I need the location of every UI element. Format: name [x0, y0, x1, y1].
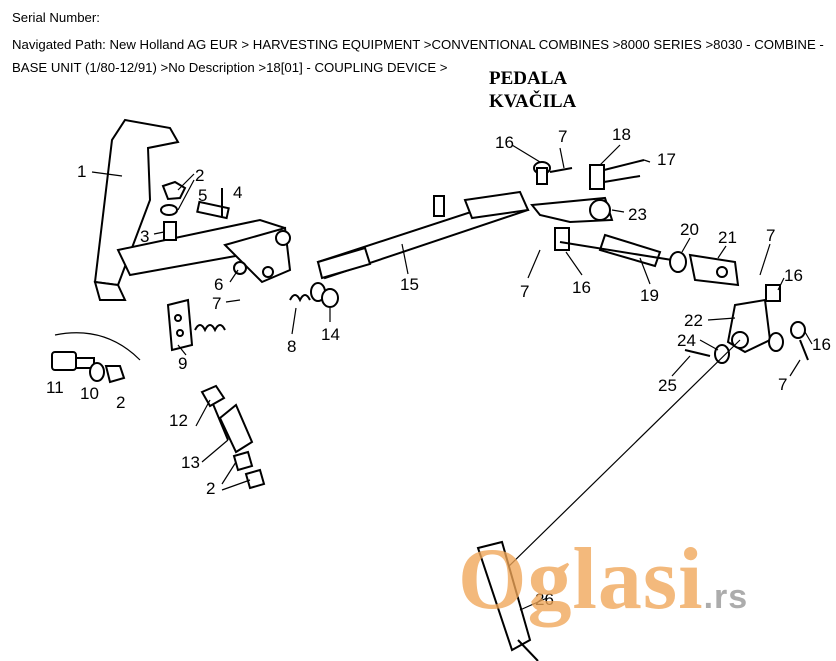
part-label-5: 5 [198, 186, 207, 205]
part-label-7e: 7 [778, 375, 787, 394]
part-label-4: 4 [233, 183, 242, 202]
part-label-23: 23 [628, 205, 647, 224]
part-label-16c: 16 [784, 266, 803, 285]
part-label-25: 25 [658, 376, 677, 395]
part-label-3: 3 [140, 227, 149, 246]
navigated-path-line-1: Navigated Path: New Holland AG EUR > HAR… [12, 37, 824, 52]
part-label-10: 10 [80, 384, 99, 403]
part-label-12: 12 [169, 411, 188, 430]
part-label-7b: 7 [558, 127, 567, 146]
leader-lines [91, 144, 813, 611]
part-label-14: 14 [321, 325, 340, 344]
part-number-labels: 1 2 3 4 5 6 7 8 9 10 11 2 12 13 2 14 15 … [46, 125, 831, 609]
oglasi-watermark-logo: Oglasi.rs [458, 535, 748, 642]
part-label-7: 7 [212, 294, 221, 313]
part-label-16b: 16 [572, 278, 591, 297]
part-label-9: 9 [178, 354, 187, 373]
diagram-title-line-1: PEDALA [489, 68, 568, 89]
part-label-1: 1 [77, 162, 86, 181]
part-label-26: 26 [535, 590, 554, 609]
watermark-tld: .rs [703, 578, 749, 616]
lever-assembly [530, 159, 645, 224]
part-label-7d: 7 [766, 226, 775, 245]
pedal-hardware [160, 180, 230, 241]
watermark-text: Oglasi [458, 531, 704, 628]
part-label-19: 19 [640, 286, 659, 305]
bellcrank-assembly [684, 284, 809, 364]
part-label-21: 21 [718, 228, 737, 247]
part-label-13: 13 [181, 453, 200, 472]
clevis-assembly [554, 227, 740, 287]
spring-assembly [194, 282, 339, 333]
part-label-20: 20 [680, 220, 699, 239]
part-label-2c: 2 [206, 479, 215, 498]
release-cable [476, 339, 741, 661]
part-label-6: 6 [214, 275, 223, 294]
part-label-24: 24 [677, 331, 696, 350]
part-label-2b: 2 [116, 393, 125, 412]
bolt-plate-assembly [200, 384, 266, 490]
serial-number-label: Serial Number: [12, 10, 100, 25]
part-label-22: 22 [684, 311, 703, 330]
part-label-16: 16 [495, 133, 514, 152]
part-label-11: 11 [46, 378, 64, 397]
part-label-7c: 7 [520, 282, 529, 301]
navigated-path-line-2: BASE UNIT (1/80-12/91) >No Description >… [12, 60, 448, 75]
part-label-8: 8 [287, 337, 296, 356]
bracket-assembly [51, 298, 194, 384]
pedal-arm-part [93, 118, 292, 301]
coupling-rod [316, 190, 530, 280]
part-label-2: 2 [195, 166, 204, 185]
part-label-18: 18 [612, 125, 631, 144]
part-label-16d: 16 [812, 335, 831, 354]
part-label-17: 17 [657, 150, 676, 169]
part-label-15: 15 [400, 275, 419, 294]
diagram-title-line-2: KVAČILA [489, 91, 577, 112]
